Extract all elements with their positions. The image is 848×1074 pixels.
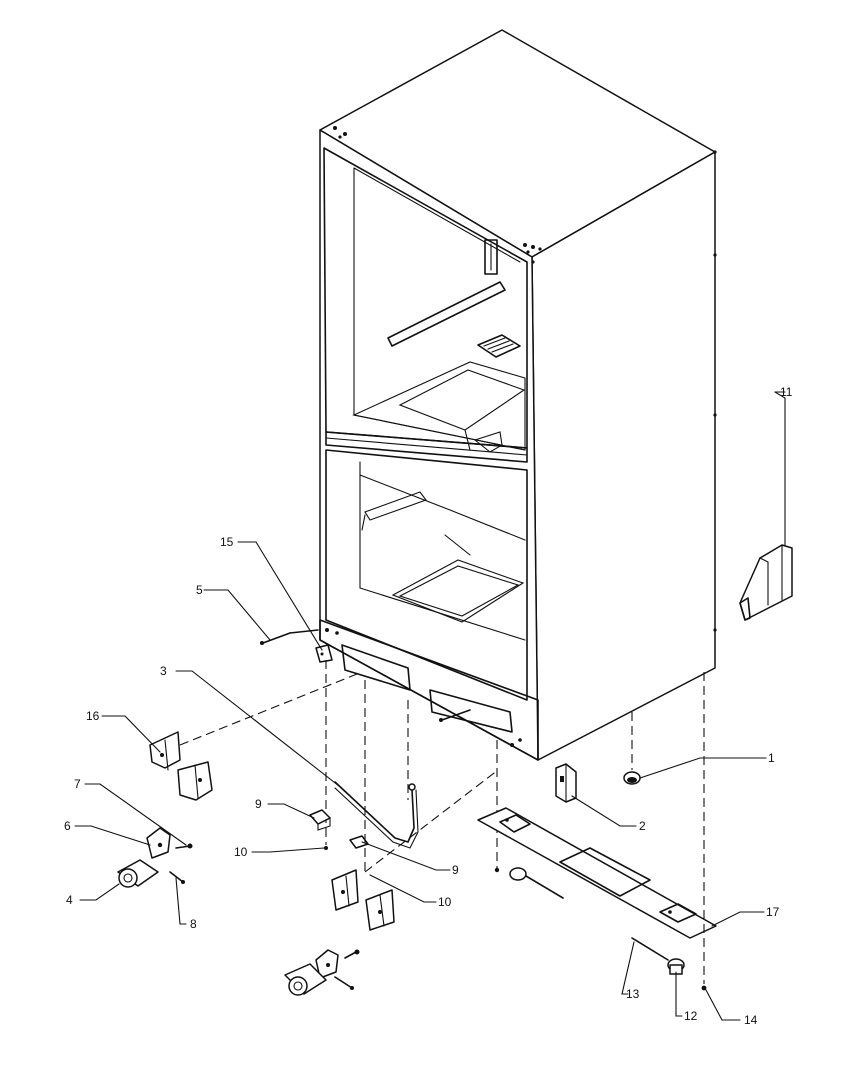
callout-10-right: 10 xyxy=(438,895,452,909)
callout-17: 17 xyxy=(766,905,780,919)
callout-9-right: 9 xyxy=(452,863,459,877)
cabinet xyxy=(319,29,717,761)
air-grille xyxy=(477,334,521,358)
callout-2: 2 xyxy=(639,819,646,833)
spring-part xyxy=(509,867,564,899)
base-screw xyxy=(439,709,471,722)
callout-13: 13 xyxy=(626,987,640,1001)
top-screws xyxy=(333,126,542,254)
part-17-kickplate xyxy=(477,807,717,939)
callout-8: 8 xyxy=(190,917,197,931)
callout-10-left: 10 xyxy=(234,845,248,859)
part-3-tube xyxy=(334,781,419,849)
screw-5 xyxy=(260,629,319,645)
callout-6: 6 xyxy=(64,819,71,833)
freezer-opening xyxy=(325,449,528,701)
callout-12: 12 xyxy=(684,1009,698,1023)
callout-5: 5 xyxy=(196,583,203,597)
part-9-left xyxy=(309,809,331,831)
upper-left-hinge-assembly xyxy=(149,671,363,801)
left-caster-assembly xyxy=(117,827,193,888)
part-1-leveler xyxy=(623,771,641,785)
callout-1: 1 xyxy=(768,751,775,765)
base-slots xyxy=(341,644,513,733)
callout-4: 4 xyxy=(66,893,73,907)
callout-11: 11 xyxy=(780,385,793,399)
bottom-caster-assembly xyxy=(284,949,360,996)
callout-15: 15 xyxy=(220,535,234,549)
lower-center-hinge xyxy=(331,869,395,931)
leader-lines xyxy=(74,391,786,1021)
callout-7: 7 xyxy=(74,777,81,791)
callout-3: 3 xyxy=(160,664,167,678)
callout-16: 16 xyxy=(86,709,100,723)
callout-labels: 1 2 3 4 5 6 7 8 9 9 10 10 11 12 13 14 15… xyxy=(64,385,793,1027)
part-11-bracket xyxy=(739,391,793,621)
part-13-rod xyxy=(631,937,669,961)
callout-14: 14 xyxy=(744,1013,758,1027)
cabinet-side xyxy=(531,151,716,761)
callout-9-left: 9 xyxy=(255,797,262,811)
part-15 xyxy=(315,644,333,663)
